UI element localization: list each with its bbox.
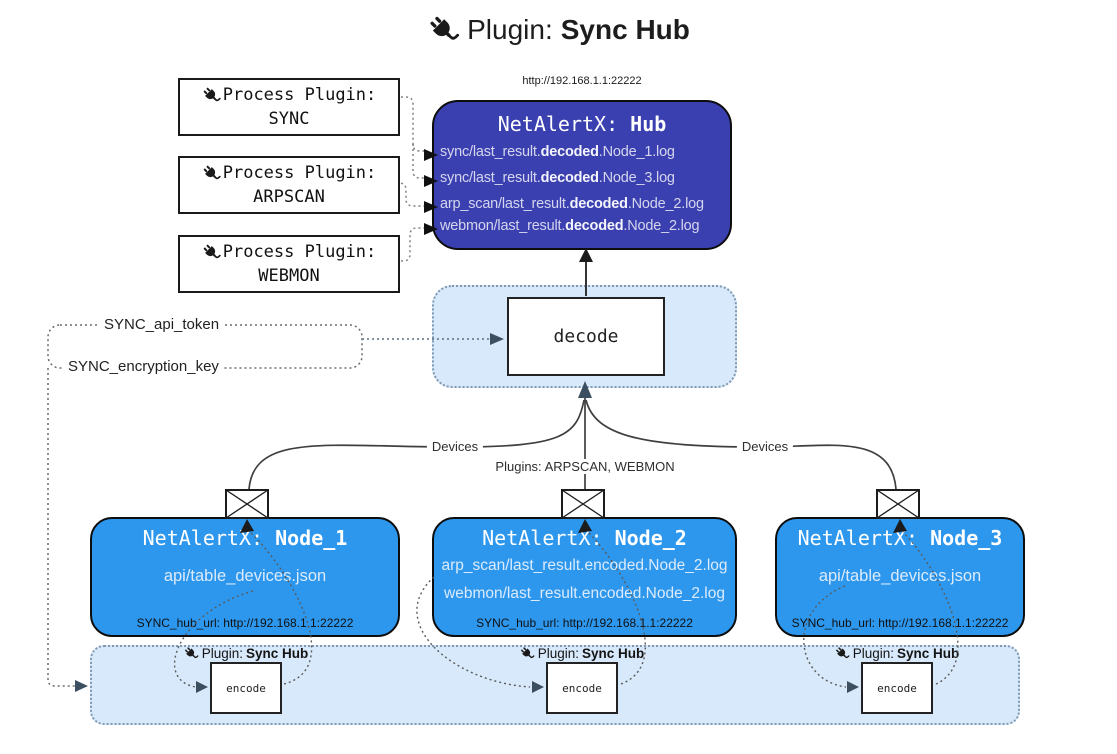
encode-box: encode (546, 662, 618, 714)
decode-label: decode (553, 326, 619, 347)
process-plugin-name: WEBMON (258, 266, 320, 286)
process-plugin-name: SYNC (268, 109, 310, 129)
diagram-title-name: Sync Hub (560, 14, 690, 45)
plug-icon (834, 646, 850, 661)
envelope-icon (561, 489, 605, 519)
process-plugin-name: ARPSCAN (253, 187, 325, 207)
node2-title: NetAlertX: Node_2 (482, 526, 687, 550)
plug-icon (201, 163, 221, 183)
envelope-icon (225, 489, 269, 519)
encode-label: encode (877, 681, 917, 695)
encode-label: encode (562, 681, 602, 695)
decode-box: decode (507, 297, 665, 376)
hub-url: http://192.168.1.1:22222 (522, 75, 642, 87)
process-plugin-label: Process Plugin: (222, 163, 377, 183)
node3-file: api/table_devices.json (818, 567, 982, 585)
node3-title: NetAlertX: Node_3 (797, 526, 1003, 550)
node2-file: arp_scan/last_result.encoded.Node_2.log (441, 557, 728, 574)
devices-right-label: Devices (736, 439, 794, 454)
plug-icon (201, 85, 221, 105)
envelope-icon (876, 489, 920, 519)
hub-file-line: sync/last_result.decoded.Node_3.log (440, 170, 675, 186)
hub-title-name: Hub (630, 112, 667, 136)
node1-title: NetAlertX: Node_1 (142, 526, 348, 550)
process-plugin-arpscan-box: Process Plugin: ARPSCAN (178, 156, 400, 214)
encode-box: encode (861, 662, 933, 714)
process-plugin-label: Process Plugin: (222, 85, 377, 105)
hub-file-line: sync/last_result.decoded.Node_1.log (440, 144, 675, 160)
encode-label: encode (226, 681, 266, 695)
node1-hub-url: SYNC_hub_url: http://192.168.1.1:22222 (136, 616, 354, 630)
node2-hub-url: SYNC_hub_url: http://192.168.1.1:22222 (476, 616, 693, 630)
plug-icon (183, 646, 199, 661)
node2-file: webmon/last_result.encoded.Node_2.log (444, 585, 725, 602)
plugins-center-label: Plugins: ARPSCAN, WEBMON (490, 459, 680, 474)
bar-plugin-label: Plugin:Sync Hub (519, 646, 644, 661)
diagram-title-prefix: Plugin: (467, 14, 553, 45)
hub-title-prefix: NetAlertX: (497, 112, 631, 136)
bar-plugin-label: Plugin:Sync Hub (183, 646, 308, 661)
hub-title: NetAlertX: Hub (432, 112, 732, 136)
plug-icon (201, 242, 221, 262)
devices-left-label: Devices (426, 439, 484, 454)
hub-file-line: arp_scan/last_result.decoded.Node_2.log (440, 196, 704, 212)
sync-encryption-key-label: SYNC_encryption_key (64, 358, 223, 375)
hub-file-line: webmon/last_result.decoded.Node_2.log (440, 218, 700, 234)
encode-box: encode (210, 662, 282, 714)
node3-hub-url: SYNC_hub_url: http://192.168.1.1:22222 (791, 616, 1009, 630)
hub-box (432, 100, 732, 250)
diagram-title: Plugin: Sync Hub (427, 14, 690, 46)
plug-icon (519, 646, 535, 661)
process-plugin-label: Process Plugin: (222, 242, 377, 262)
process-plugin-sync-box: Process Plugin: SYNC (178, 78, 400, 136)
sync-api-token-label: SYNC_api_token (100, 316, 224, 333)
bar-plugin-label: Plugin:Sync Hub (834, 646, 959, 661)
process-plugin-webmon-box: Process Plugin: WEBMON (178, 235, 400, 293)
node1-file: api/table_devices.json (163, 567, 327, 585)
plug-icon (427, 14, 460, 46)
